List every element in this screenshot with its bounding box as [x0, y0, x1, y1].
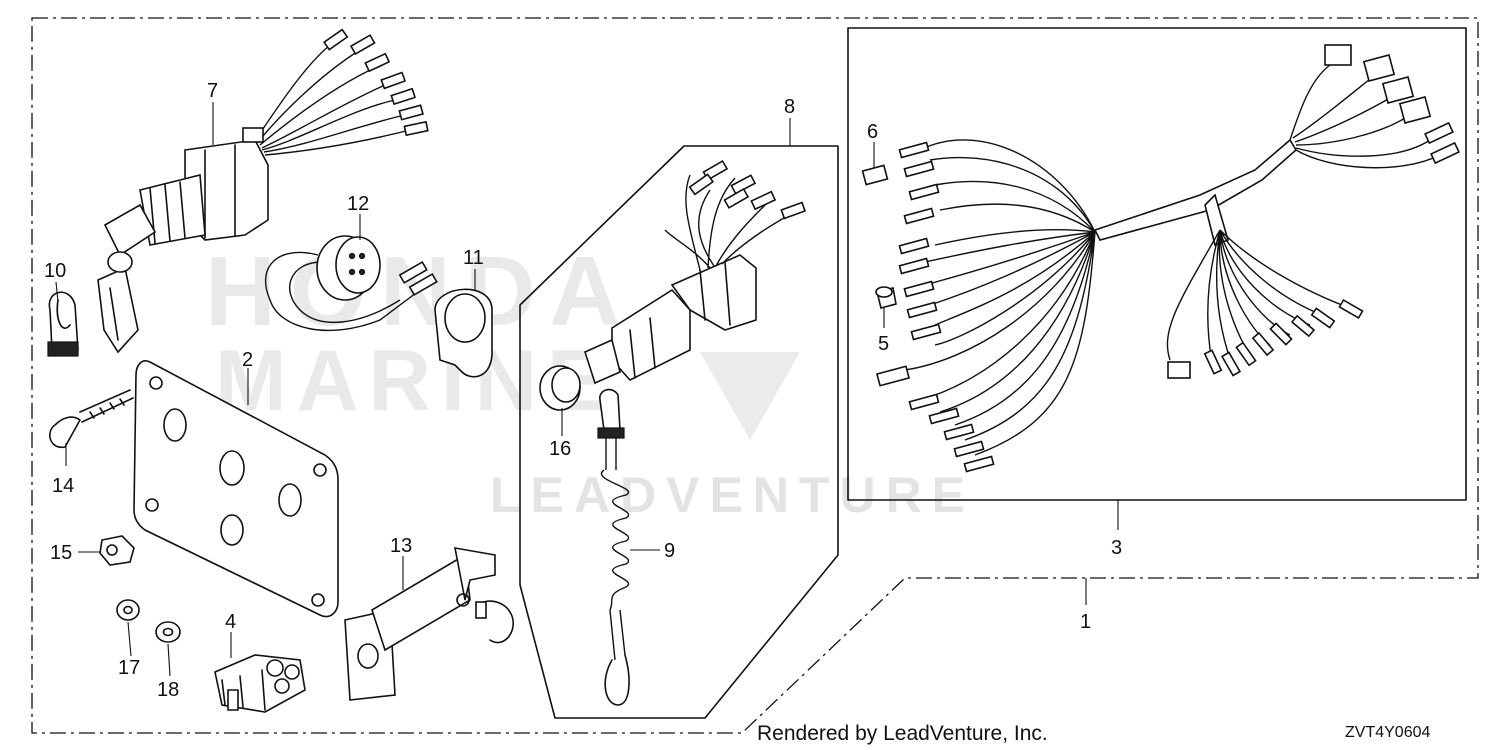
callout-13: 13	[390, 535, 412, 557]
callout-9: 9	[664, 540, 675, 562]
callout-8: 8	[784, 96, 795, 118]
rendered-by-credit: Rendered by LeadVenture, Inc.	[757, 722, 1048, 745]
callout-11: 11	[463, 247, 484, 269]
part-7-ignition-switch	[97, 28, 429, 354]
watermark: HONDA MARINE LEADVENTURE	[205, 236, 975, 523]
watermark-logo-mark	[700, 352, 800, 440]
part-17-washer	[116, 599, 140, 621]
callout-3: 3	[1111, 537, 1122, 559]
part-16-seal	[539, 365, 581, 411]
part-10-clip	[47, 291, 79, 357]
callouts: 1 2 3 4 5 6 7 8 9 10 11 12 13 14 15 16 1…	[44, 80, 1122, 701]
part-5-plug	[875, 286, 897, 309]
callout-4: 4	[225, 611, 236, 633]
callout-12: 12	[347, 193, 369, 215]
part-2-mounting-plate	[133, 360, 339, 618]
subassembly-3-box	[847, 27, 1467, 501]
watermark-brand-bottom: MARINE	[215, 333, 614, 429]
subassembly-8-box	[519, 145, 839, 719]
callout-18: 18	[157, 679, 179, 701]
leader-lines	[55, 102, 1119, 677]
callout-14: 14	[52, 475, 74, 497]
callout-10: 10	[44, 260, 66, 282]
watermark-company: LEADVENTURE	[490, 467, 975, 523]
part-18-washer	[155, 621, 181, 643]
callout-17: 17	[118, 657, 140, 679]
assembly-boundary	[31, 17, 1479, 734]
part-14-screw	[49, 389, 134, 449]
part-12-buzzer	[264, 235, 438, 332]
part-6-cap	[861, 164, 889, 186]
part-3-harness	[875, 44, 1460, 473]
callout-2: 2	[242, 349, 253, 371]
callout-6: 6	[867, 121, 878, 143]
callout-5: 5	[878, 333, 889, 355]
callout-1: 1	[1080, 611, 1091, 633]
callout-15: 15	[50, 542, 72, 564]
part-15-nut	[99, 535, 135, 566]
part-9-lanyard	[597, 388, 630, 706]
part-11-clamp	[434, 288, 493, 378]
part-8-stop-switch	[584, 159, 807, 385]
diagram-code: ZVT4Y0604	[1345, 724, 1430, 741]
callout-16: 16	[549, 438, 571, 460]
callout-7: 7	[207, 80, 218, 102]
part-13-bracket	[344, 547, 514, 701]
part-4-connector	[214, 654, 306, 713]
